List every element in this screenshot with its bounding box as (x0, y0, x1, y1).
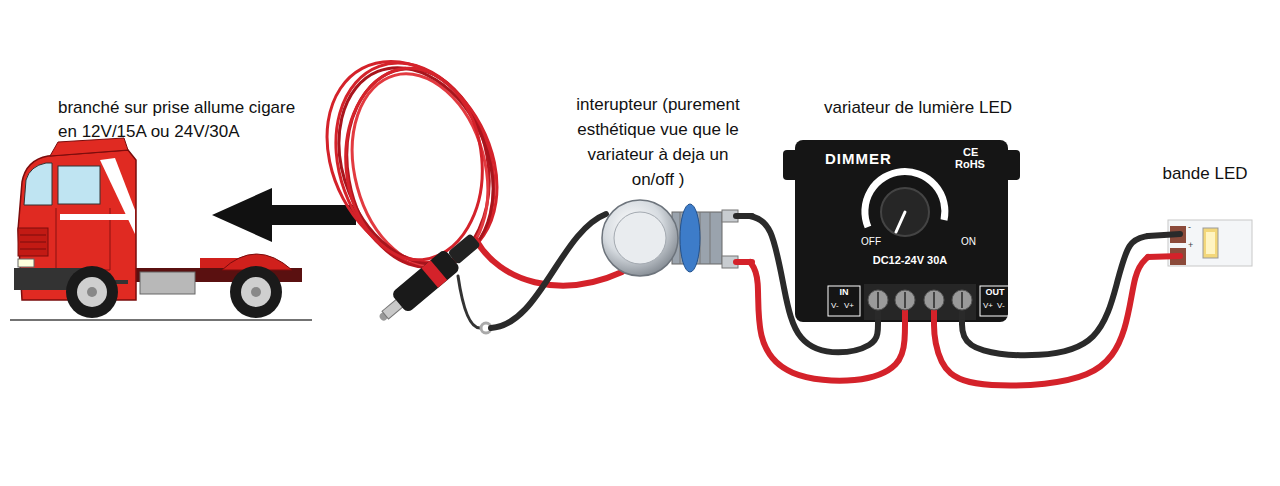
dimmer-housing (868, 290, 888, 310)
dimmer-housing (933, 292, 935, 308)
led-strip (1148, 220, 1252, 266)
pin-label: V+ (844, 301, 854, 310)
truck-illustration (58, 166, 100, 204)
truck-illustration (20, 249, 46, 250)
dimmer-housing (895, 290, 915, 310)
dimmer-housing (795, 140, 1008, 322)
led-strip (1206, 232, 1215, 254)
dimmer-housing (924, 290, 944, 310)
cable-coil (338, 62, 490, 265)
dimmer-housing (828, 286, 860, 316)
push-switch (602, 200, 752, 276)
knob-label: OFF (861, 236, 881, 248)
dimmer-housing (896, 212, 905, 232)
push-switch (614, 212, 666, 264)
led-node: bande LED - + (1148, 160, 1262, 272)
polarity-mark: - (1188, 222, 1191, 232)
push-switch (680, 204, 700, 272)
cable-coil (311, 44, 521, 287)
truck-illustration (100, 158, 135, 234)
dimmer-housing (961, 292, 963, 308)
plug-wires (458, 214, 622, 333)
truck-illustration (230, 266, 282, 318)
cigarette-plug (391, 249, 461, 314)
wire (750, 262, 905, 381)
truck-illustration (10, 319, 312, 321)
truck-illustration (60, 214, 130, 220)
terminal-block: INV- V+ (824, 282, 920, 322)
wire (750, 216, 878, 352)
switch-node: interupteur (purement esthétique vue que… (566, 92, 750, 300)
dimmer-housing (877, 292, 879, 308)
polarity-mark: + (1188, 240, 1193, 250)
push-switch (602, 200, 678, 276)
direction-arrow (212, 188, 356, 242)
cable-coil (332, 57, 505, 278)
caption-text: variateur de lumière LED (824, 98, 1012, 118)
led-strip (1168, 220, 1252, 266)
pin-label: V+ (983, 301, 993, 310)
truck-illustration (20, 242, 46, 243)
cigarette-plug (448, 233, 481, 265)
dimmer-housing (980, 286, 1010, 316)
terminal-block: OUT V+ V- (920, 282, 1012, 322)
cable-coil (293, 32, 530, 292)
wire-pair (934, 236, 1148, 385)
push-switch (710, 212, 711, 264)
truck-illustration (251, 287, 261, 297)
led-strip (1203, 228, 1218, 258)
truck-illustration (66, 266, 118, 318)
dimmer-housing (783, 140, 1020, 324)
truck-illustration (87, 287, 97, 297)
caption-text: bande LED (1162, 164, 1247, 184)
plug-wires (491, 214, 606, 328)
truck-illustration (140, 272, 195, 294)
dimmer-housing (952, 290, 972, 310)
direction-arrow (212, 188, 356, 242)
terminal-label: IN (840, 287, 849, 297)
cert-mark: RoHS (955, 158, 985, 171)
truck-node: branché sur prise allume cigare en 12V/1… (50, 96, 322, 322)
cigarette-plug (372, 229, 484, 329)
cert-mark: CE (963, 146, 978, 159)
wire (962, 236, 1148, 355)
truck-illustration (77, 277, 107, 307)
knob-label: ON (961, 236, 976, 248)
truck-illustration (18, 259, 34, 267)
caption-text: branché sur prise allume cigare en 12V/1… (58, 96, 306, 144)
cigarette-plug (421, 260, 447, 288)
plug-wires (458, 276, 480, 328)
led-strip (1148, 234, 1180, 236)
led-strip (1148, 256, 1180, 257)
cable-coil (309, 41, 522, 290)
dimmer-housing (904, 292, 906, 308)
truck-illustration (241, 277, 271, 307)
cable-coil (293, 32, 530, 292)
dimmer-housing (881, 188, 929, 236)
terminal-label: OUT (986, 287, 1005, 297)
rating-label: DC12-24V 30A (873, 254, 948, 267)
truck-illustration (20, 235, 46, 236)
caption-text: interupteur (purement esthétique vue que… (572, 92, 744, 192)
truck-illustration (24, 163, 52, 205)
pin-label: V- (997, 301, 1005, 310)
truck-illustration (18, 228, 48, 256)
pin-label: V- (831, 301, 839, 310)
dimmer-node: variateur de lumière LED DIMMER CERoHS OFF O… (785, 96, 1015, 322)
wire-pair (750, 216, 905, 381)
brand-label: DIMMER (825, 150, 892, 167)
